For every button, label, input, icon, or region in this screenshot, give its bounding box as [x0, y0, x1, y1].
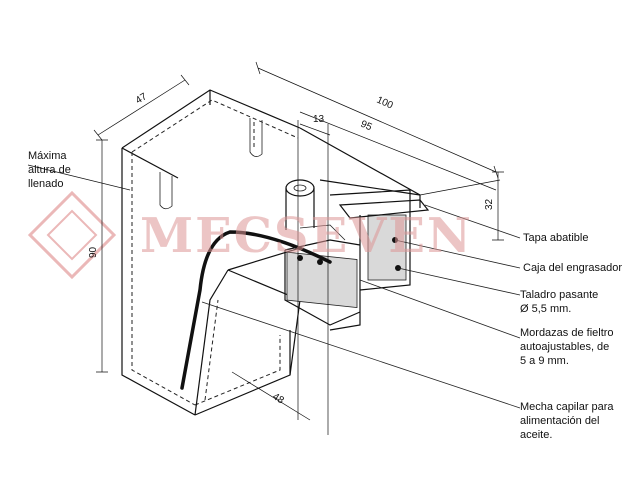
label-wick: Mecha capilar para alimentación del acei… [520, 401, 614, 441]
label-box: Caja del engrasador [523, 262, 623, 274]
dim-100: 100 [375, 95, 395, 112]
watermark-text: MECSEVEN [140, 208, 473, 264]
label-lid: Tapa abatible [523, 232, 589, 244]
dim-13: 13 [313, 114, 325, 125]
label-hole: Taladro pasante Ø 5,5 mm. [520, 289, 599, 315]
watermark-logo [27, 190, 117, 280]
dimension-lines [27, 61, 504, 435]
dim-32: 32 [484, 198, 495, 210]
container-body [121, 89, 301, 416]
dim-95: 95 [359, 119, 374, 134]
label-max-fill: Máxima altura de llenado [28, 150, 71, 190]
label-jaws: Mordazas de fieltro autoajustables, de 5… [520, 327, 614, 367]
dim-90: 90 [88, 246, 99, 258]
clamp-assembly [284, 127, 430, 331]
leader-lines [201, 204, 521, 409]
dim-48: 48 [270, 391, 286, 406]
wick-line [180, 230, 332, 390]
